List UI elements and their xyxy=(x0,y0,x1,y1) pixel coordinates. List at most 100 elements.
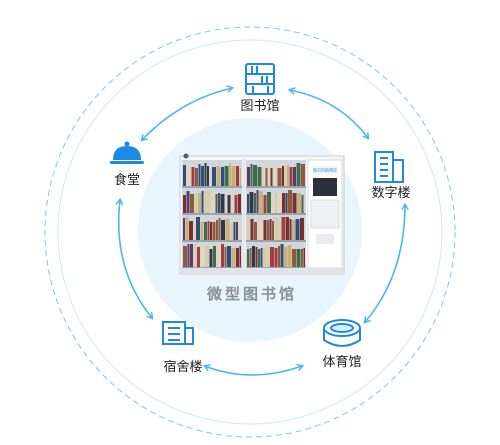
book-spine xyxy=(231,190,234,213)
book-spine xyxy=(273,166,277,186)
node-label-library: 图书馆 xyxy=(240,99,279,114)
book-spine xyxy=(258,249,260,267)
book-spine xyxy=(201,166,204,186)
book-spine xyxy=(207,221,210,240)
book-spine xyxy=(205,246,209,267)
shelf-books xyxy=(182,163,306,269)
book-spine xyxy=(211,192,215,213)
outer-dashed-ring xyxy=(44,26,456,438)
book-spine xyxy=(300,218,304,240)
book-spine xyxy=(293,167,296,186)
book-spine xyxy=(225,193,227,213)
book-spine xyxy=(238,194,241,213)
node-canteen: 食堂 xyxy=(110,141,144,188)
node-dormitory: 宿舍楼 xyxy=(162,321,203,375)
book-spine xyxy=(189,163,191,186)
book-spine xyxy=(233,222,236,240)
stadium-icon xyxy=(323,319,361,347)
book-spine xyxy=(270,247,274,267)
book-spine xyxy=(198,193,201,213)
arrow-canteen-library xyxy=(140,85,235,142)
shelf-board xyxy=(182,240,242,242)
book-spine xyxy=(301,195,304,213)
book-spine xyxy=(280,244,284,267)
shelf-board xyxy=(246,186,306,188)
book-spine xyxy=(284,247,287,267)
book-spine xyxy=(301,249,303,267)
shelf-board xyxy=(246,240,306,242)
book-spine xyxy=(204,163,207,186)
arrow-office-stadium xyxy=(363,202,409,324)
book-spine xyxy=(204,222,207,240)
book-spine xyxy=(301,164,305,186)
book-spine xyxy=(296,163,301,186)
book-spine xyxy=(231,166,236,186)
book-spine xyxy=(253,165,257,186)
book-spine xyxy=(213,246,216,267)
book-spine xyxy=(206,190,211,213)
book-spine xyxy=(247,194,249,213)
book-spine xyxy=(239,246,241,267)
book-spine xyxy=(297,193,301,213)
book-spine xyxy=(236,166,239,186)
book-spine xyxy=(193,222,196,240)
book-spine xyxy=(194,193,198,213)
book-spine xyxy=(221,167,224,186)
cloche-icon xyxy=(110,141,144,164)
book-spine xyxy=(221,220,225,240)
book-spine xyxy=(256,190,259,213)
book-spine xyxy=(185,217,189,240)
book-spine xyxy=(284,164,287,186)
book-spine xyxy=(247,249,249,267)
book-spine xyxy=(270,168,273,186)
book-spine xyxy=(224,166,229,186)
bookshelf-icon xyxy=(245,63,275,95)
book-spine xyxy=(200,222,204,240)
book-spine xyxy=(277,168,282,186)
book-spine xyxy=(254,222,257,240)
book-spine xyxy=(275,193,277,213)
book-spine xyxy=(249,248,252,267)
book-spine xyxy=(271,192,275,213)
book-spine xyxy=(287,165,289,186)
book-spine xyxy=(287,245,292,267)
book-spine xyxy=(187,244,190,267)
book-spine xyxy=(292,193,297,213)
book-spine xyxy=(282,193,285,213)
book-spine xyxy=(263,248,266,267)
book-spine xyxy=(224,247,227,267)
book-spine xyxy=(189,221,193,240)
book-spine xyxy=(274,217,279,240)
book-spine xyxy=(200,244,205,267)
node-label-stadium: 体育馆 xyxy=(322,354,361,370)
book-spine xyxy=(249,192,254,213)
book-spine xyxy=(247,217,250,240)
book-spine xyxy=(281,217,286,240)
book-spine xyxy=(267,192,271,213)
book-spine xyxy=(285,193,288,213)
book-spine xyxy=(292,249,296,267)
book-spine xyxy=(227,195,231,213)
node-label-canteen: 食堂 xyxy=(114,172,140,188)
node-label-office: 数字楼 xyxy=(371,186,410,201)
book-spine xyxy=(196,217,200,240)
book-spine xyxy=(259,191,263,213)
book-spine xyxy=(288,190,292,213)
shelf-board xyxy=(182,186,242,188)
book-spine xyxy=(207,166,209,186)
book-spine xyxy=(250,219,254,240)
book-spine xyxy=(220,194,225,213)
arrow-dormitory-canteen xyxy=(115,197,154,320)
book-spine xyxy=(254,193,256,213)
center-title: 微型图书馆 xyxy=(206,285,297,303)
book-spine xyxy=(216,245,221,267)
book-spine xyxy=(260,248,263,267)
book-spine xyxy=(183,246,187,267)
book-spine xyxy=(239,168,241,186)
book-spine xyxy=(204,191,206,213)
office-building-icon xyxy=(374,151,404,183)
book-spine xyxy=(183,195,186,213)
book-spine xyxy=(221,244,224,267)
book-spine xyxy=(225,219,230,240)
book-spine xyxy=(252,246,255,267)
